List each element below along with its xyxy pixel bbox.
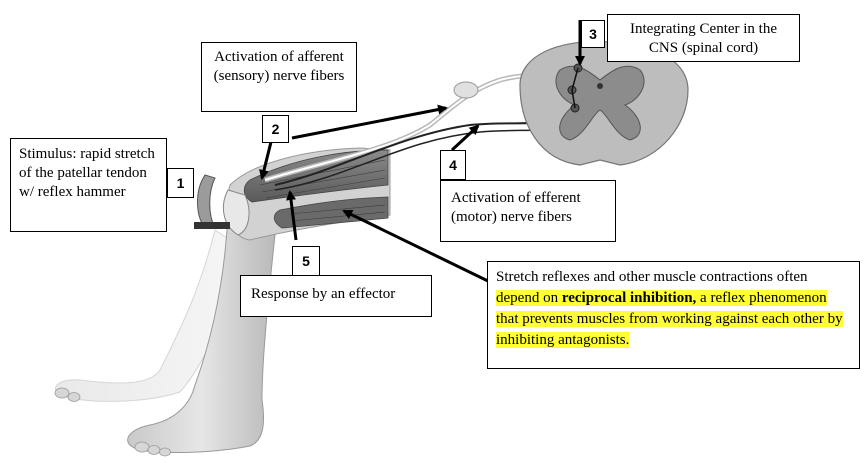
spinal-cord: [519, 41, 689, 166]
reflex-hammer: [194, 174, 230, 229]
lower-leg: [54, 214, 276, 457]
integrating-label: Integrating Center in the CNS (spinal co…: [629, 21, 778, 56]
step-1-badge: 1: [167, 168, 194, 198]
response-label-box: Response by an effector: [240, 275, 432, 317]
step-4-badge: 4: [440, 150, 466, 180]
afferent-label-box: Activation of afferent (sensory) nerve f…: [201, 42, 357, 112]
stimulus-label-box: Stimulus: rapid stretch of the patellar …: [10, 138, 167, 232]
note-intro: Stretch reflexes and other muscle contra…: [496, 269, 808, 285]
thigh: [222, 147, 391, 241]
step-3-badge: 3: [581, 20, 605, 48]
stimulus-label: Stimulus: rapid stretch of the patellar …: [19, 146, 155, 200]
leg-ghost: [55, 229, 246, 402]
reciprocal-inhibition-note: Stretch reflexes and other muscle contra…: [487, 261, 860, 369]
efferent-label-box: Activation of efferent (motor) nerve fib…: [440, 180, 616, 242]
afferent-label: Activation of afferent (sensory) nerve f…: [213, 49, 345, 84]
note-post-bold: a reflex phenomenon that prevents muscle…: [496, 290, 843, 348]
note-bold-term: reciprocal inhibition,: [561, 290, 697, 306]
efferent-label: Activation of efferent (motor) nerve fib…: [451, 190, 581, 225]
note-pre-bold: depend on: [496, 290, 562, 306]
arrow-2-afferent: [291, 104, 448, 140]
step-2-badge: 2: [262, 115, 289, 143]
arrow-note: [342, 209, 491, 284]
step-5-badge: 5: [292, 246, 320, 276]
integrating-label-box: Integrating Center in the CNS (spinal co…: [607, 14, 800, 62]
pointer-arrows: [259, 20, 585, 284]
arrow-4-up: [450, 124, 480, 152]
arrow-2-down: [259, 137, 274, 180]
response-label: Response by an effector: [251, 286, 396, 302]
arrow-5-up: [286, 190, 298, 241]
